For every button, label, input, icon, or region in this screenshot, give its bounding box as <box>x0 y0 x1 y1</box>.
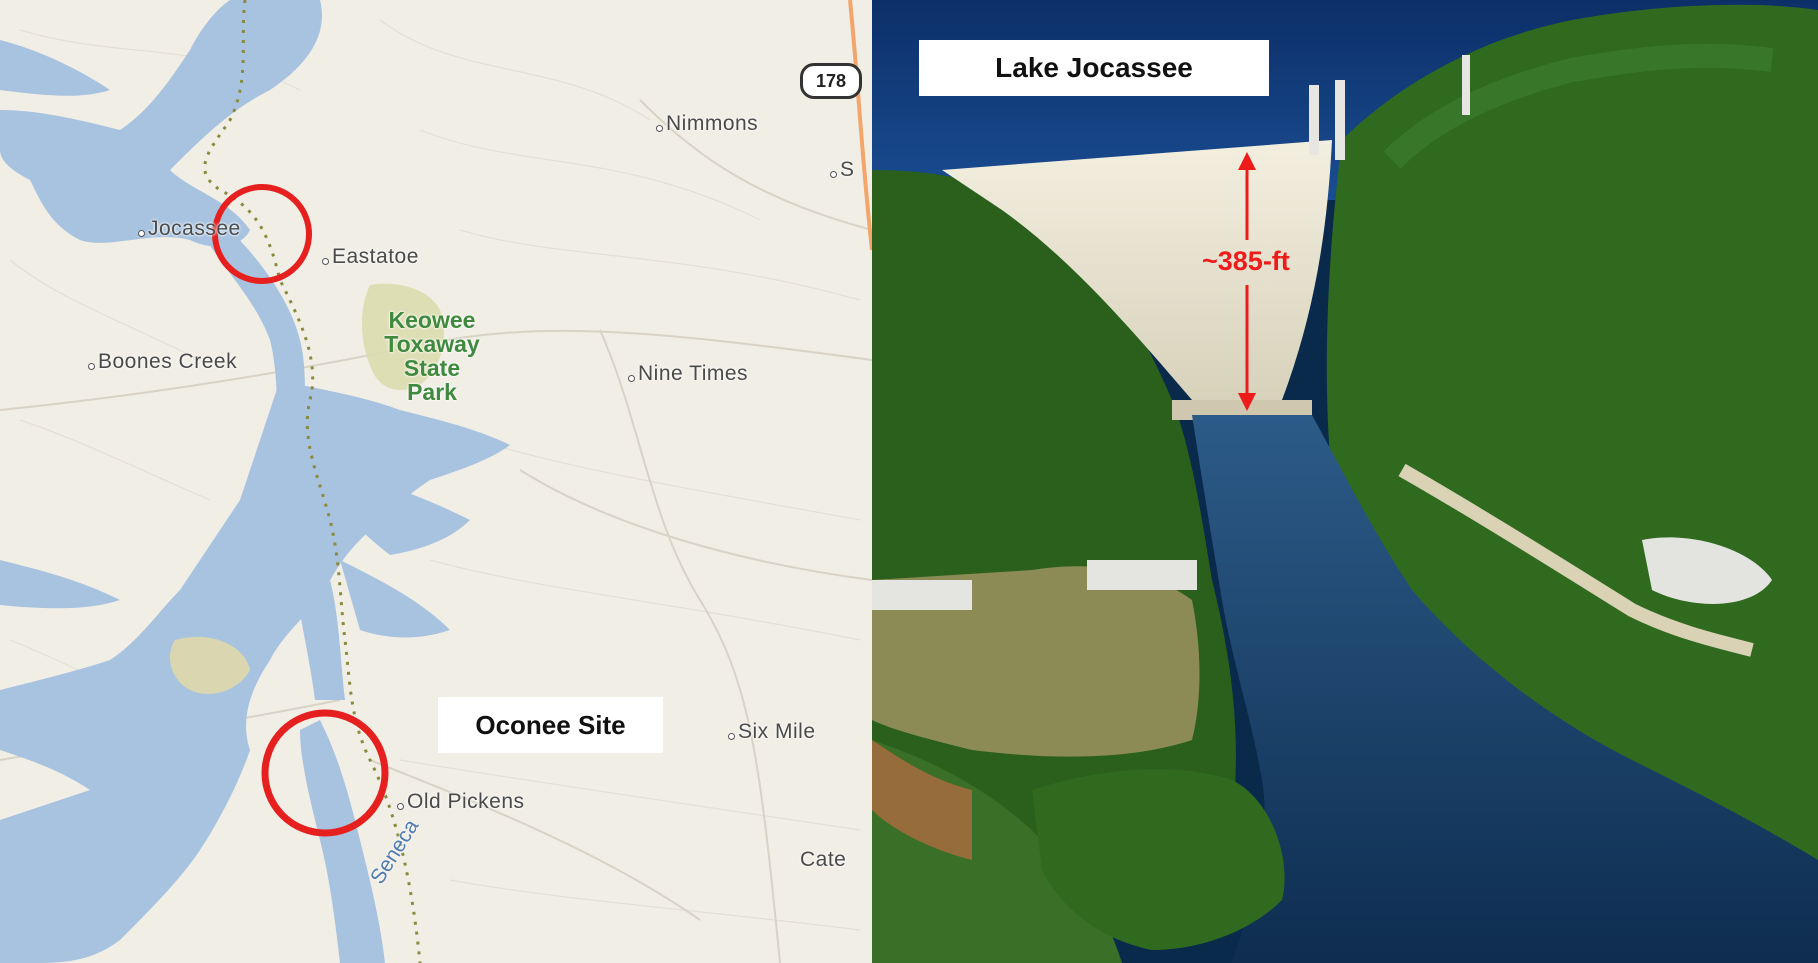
county-boundary <box>203 0 422 963</box>
place-dot-icon <box>322 258 329 265</box>
place-jocassee-label: Jocassee <box>148 217 241 240</box>
route-178-shield: 178 <box>800 63 862 99</box>
place-partial-s-label: S <box>840 158 855 181</box>
park-label-line-2: Toxaway <box>384 331 480 357</box>
map-canvas <box>0 0 872 963</box>
place-six-mile: Six Mile <box>728 720 816 744</box>
downstream-river <box>1192 415 1818 963</box>
place-nine-times: Nine Times <box>628 362 748 386</box>
place-old-pickens: Old Pickens <box>397 790 525 814</box>
place-eastatoe-label: Eastatoe <box>332 245 419 268</box>
dam-height-annotation: ~385-ft <box>1202 246 1290 276</box>
place-dot-icon <box>728 733 735 740</box>
peninsula-forest <box>1032 769 1285 950</box>
place-old-pickens-label: Old Pickens <box>407 790 525 813</box>
jocassee-marker-circle <box>212 184 312 284</box>
powerhouse-building <box>1087 560 1197 590</box>
place-dot-icon <box>656 125 663 132</box>
place-dot-icon <box>628 375 635 382</box>
park-area-south <box>170 636 250 694</box>
terrain-hatching <box>9 19 861 931</box>
place-nine-times-label: Nine Times <box>638 362 749 385</box>
place-boones-creek-label: Boones Creek <box>98 350 238 373</box>
place-dot-icon <box>830 171 837 178</box>
place-cate-label: Cate <box>800 848 847 871</box>
dam-photo <box>872 0 1818 963</box>
left-clearing <box>872 566 1200 757</box>
oconee-site-callout: Oconee Site <box>438 697 663 753</box>
place-six-mile-label: Six Mile <box>738 720 816 743</box>
place-partial-s: S <box>830 158 855 182</box>
park-label-line-4: Park <box>407 379 457 405</box>
place-dot-icon <box>88 363 95 370</box>
place-dot-icon <box>138 230 145 237</box>
park-label-line-3: State <box>403 355 461 381</box>
map-panel: 178 Nimmons S Jocassee Eastatoe Boones C… <box>0 0 872 963</box>
place-eastatoe: Eastatoe <box>322 245 419 269</box>
right-bank-road <box>1398 463 1754 657</box>
photo-title-callout: Lake Jocassee <box>919 40 1269 96</box>
switchyard <box>1642 537 1772 604</box>
height-arrow <box>1238 152 1256 411</box>
dam-face <box>942 140 1332 400</box>
lake-water <box>0 0 510 963</box>
photo-panel: Lake Jocassee ~385-ft <box>872 0 1818 963</box>
place-nimmons: Nimmons <box>656 112 758 136</box>
intake-towers <box>1309 55 1470 160</box>
place-jocassee: Jocassee <box>138 217 241 241</box>
highway-178 <box>848 0 872 251</box>
park-label-line-1: Keowee <box>388 307 476 333</box>
park-label: Keowee Toxaway State Park <box>352 308 512 404</box>
place-cate: Cate <box>800 848 846 872</box>
oconee-marker-circle <box>261 709 389 837</box>
place-boones-creek: Boones Creek <box>88 350 237 374</box>
place-nimmons-label: Nimmons <box>666 112 759 135</box>
place-dot-icon <box>397 803 404 810</box>
park-area <box>361 283 444 390</box>
left-forest <box>872 170 1236 963</box>
